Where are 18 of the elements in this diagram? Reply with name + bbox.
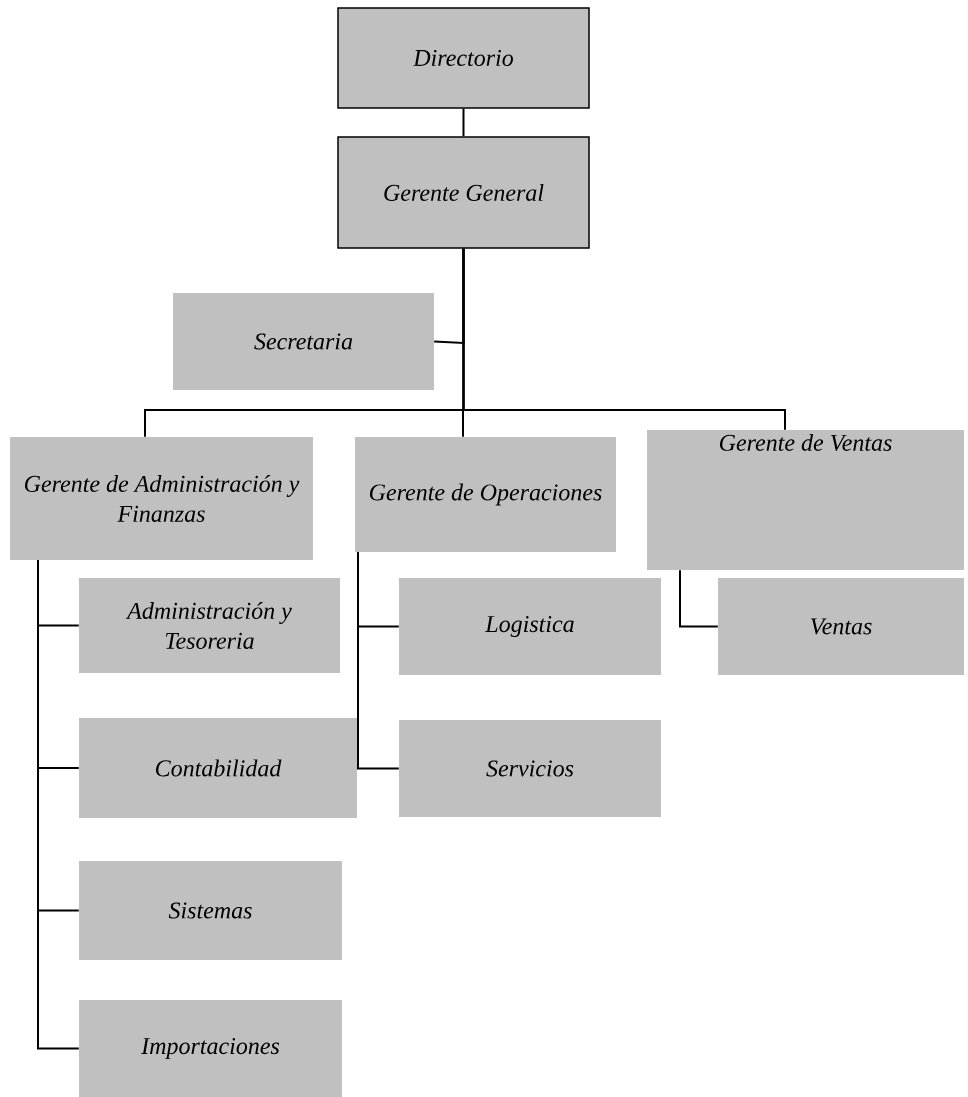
org-box: Contabilidad [79, 718, 357, 818]
connector-line [357, 551, 400, 770]
org-box: Gerente de Administración y Finanzas [10, 437, 313, 560]
org-box: Importaciones [79, 1000, 342, 1097]
org-box: Gerente de Ventas [647, 430, 964, 570]
connector-line [37, 559, 80, 1050]
org-box: Ventas [718, 578, 964, 675]
org-box: Administración y Tesoreria [79, 578, 340, 673]
org-box: Secretaria [173, 293, 434, 390]
org-box: Sistemas [79, 861, 342, 960]
org-box: Directorio [337, 7, 590, 109]
org-box: Logistica [399, 578, 661, 675]
connector-line [679, 569, 719, 628]
org-box: Gerente General [337, 136, 590, 249]
org-box: Gerente de Operaciones [355, 437, 616, 552]
org-box: Servicios [399, 720, 661, 817]
connector-line [462, 247, 786, 431]
connector-line [462, 107, 465, 138]
